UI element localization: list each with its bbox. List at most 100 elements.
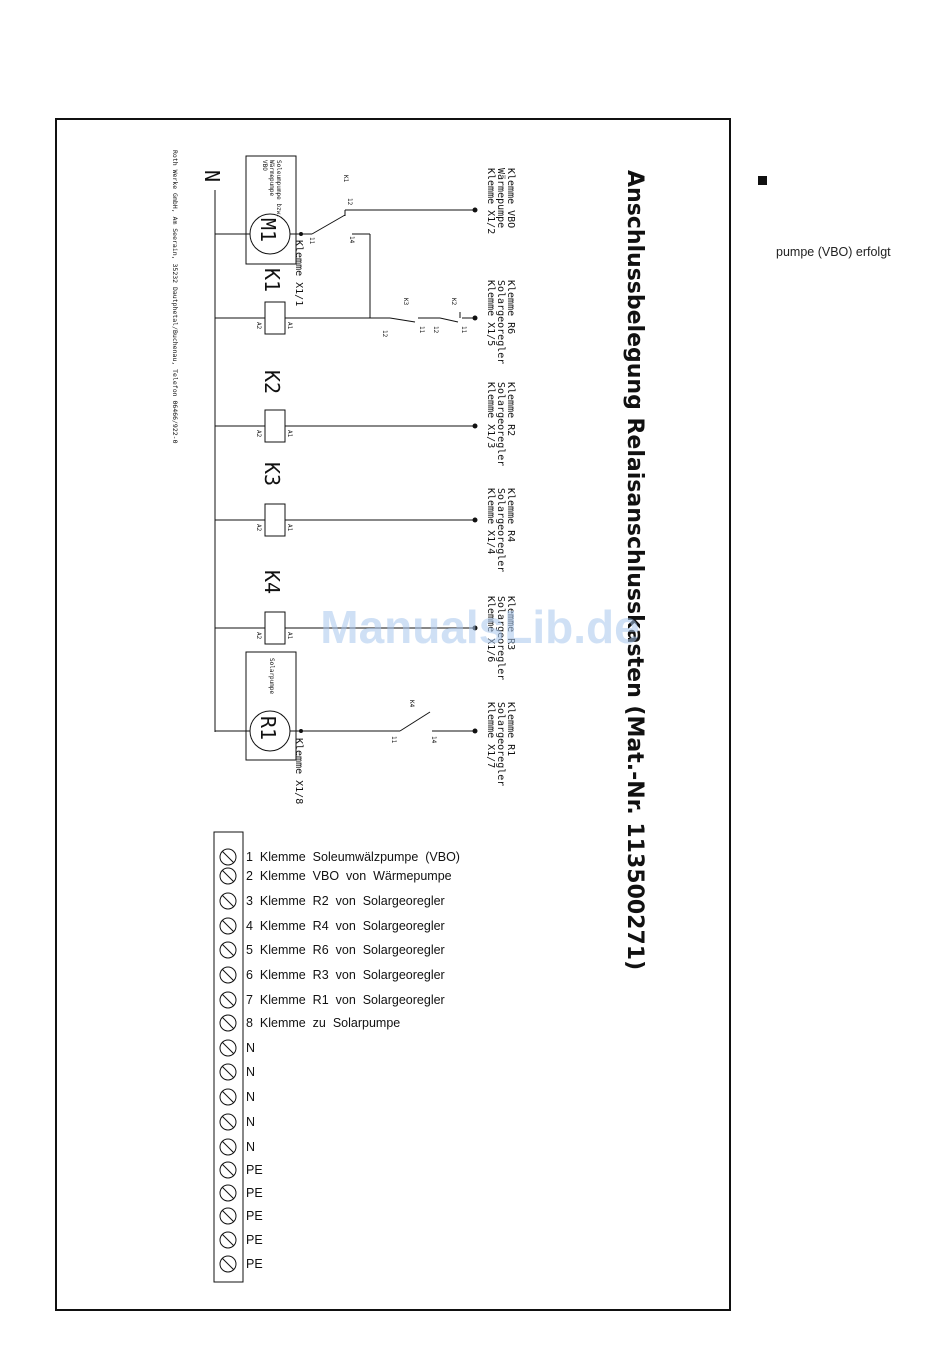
screw-slot bbox=[221, 919, 235, 933]
k1-contact-11: 11 bbox=[308, 237, 315, 245]
k2-coil bbox=[264, 409, 286, 443]
screw-terminal-icon bbox=[219, 966, 237, 984]
diagram-frame bbox=[55, 118, 731, 1311]
screw-slot bbox=[221, 869, 235, 883]
r1-terminal-dot bbox=[299, 729, 303, 733]
k3-a1: A1 bbox=[286, 524, 293, 532]
screw-slot bbox=[221, 968, 235, 982]
neutral-label: N bbox=[200, 170, 224, 182]
r1-desc: Solarpumpe bbox=[268, 658, 275, 695]
input-2-dot bbox=[472, 315, 478, 321]
screw-slot bbox=[221, 1233, 235, 1247]
input-4-l3: Klemme X1/4 bbox=[485, 488, 496, 554]
input-4-l1: Klemme R4 bbox=[505, 488, 516, 542]
screw-terminal-icon bbox=[219, 1088, 237, 1106]
m1-terminal-dot bbox=[299, 232, 303, 236]
k4-a1: A1 bbox=[286, 632, 293, 640]
diagram-title: Anschlussbelegung Relaisanschlusskasten … bbox=[622, 170, 647, 970]
k1-contact-name: K1 bbox=[342, 175, 349, 183]
screw-terminal-icon bbox=[219, 848, 237, 866]
k1-a1: A1 bbox=[286, 322, 293, 330]
input-3-l2: Solargeoregler bbox=[495, 382, 506, 466]
k1-coil bbox=[264, 301, 286, 335]
k1-contact-14: 14 bbox=[348, 236, 355, 244]
terminal-label: PE bbox=[246, 1257, 263, 1271]
k4-contact-14: 14 bbox=[430, 736, 437, 744]
terminal-label: PE bbox=[246, 1186, 263, 1200]
k1-a2: A2 bbox=[255, 322, 262, 330]
r1-row: R1 Solarpumpe Klemme X1/8 K4 11 14 bbox=[215, 651, 478, 804]
input-5-l2: Solargeoregler bbox=[495, 596, 506, 680]
screw-terminal-icon bbox=[219, 1207, 237, 1225]
input-2-l2: Solargeoregler bbox=[495, 280, 506, 364]
input-3-l3: Klemme X1/3 bbox=[485, 382, 496, 448]
screw-terminal-icon bbox=[219, 1255, 237, 1273]
screw-slot bbox=[221, 1065, 235, 1079]
m1-box bbox=[245, 155, 297, 265]
m1-label: M1 bbox=[256, 218, 280, 242]
k1-contact-12: 12 bbox=[346, 198, 353, 206]
terminal-label: 3 Klemme R2 von Solargeoregler bbox=[246, 894, 445, 908]
terminal-label: N bbox=[246, 1065, 255, 1079]
screw-terminal-icon bbox=[219, 1014, 237, 1032]
k2-contact-name: K2 bbox=[450, 298, 457, 306]
screw-terminal-icon bbox=[219, 1138, 237, 1156]
terminal-label: 5 Klemme R6 von Solargeoregler bbox=[246, 943, 445, 957]
terminal-label: N bbox=[246, 1041, 255, 1055]
k2-row: K2 A2 A1 bbox=[215, 370, 478, 443]
screw-slot bbox=[221, 1041, 235, 1055]
terminal-label: 4 Klemme R4 von Solargeoregler bbox=[246, 919, 445, 933]
screw-terminal-icon bbox=[219, 1063, 237, 1081]
screw-slot bbox=[221, 1140, 235, 1154]
screw-terminal-icon bbox=[219, 1039, 237, 1057]
screw-terminal-icon bbox=[219, 1113, 237, 1131]
bullet-square bbox=[758, 176, 767, 185]
k2-a2: A2 bbox=[255, 430, 262, 438]
k4-contact-name: K4 bbox=[408, 700, 415, 708]
screw-terminal-icon bbox=[219, 1231, 237, 1249]
watermark: ManualsLib.de bbox=[320, 601, 640, 653]
m1-row: M1 Soleumpumpe bzw. Wärmepumpe VBO Klemm… bbox=[215, 155, 478, 318]
m1-terminal-label: Klemme X1/1 bbox=[293, 240, 304, 306]
k2-a1: A1 bbox=[286, 430, 293, 438]
input-4-l2: Solargeoregler bbox=[495, 488, 506, 572]
r1-box bbox=[245, 651, 297, 761]
k4-coil-label: K4 bbox=[260, 570, 284, 594]
screw-slot bbox=[221, 1163, 235, 1177]
terminal-label: 8 Klemme zu Solarpumpe bbox=[246, 1016, 400, 1030]
terminal-label: PE bbox=[246, 1233, 263, 1247]
screw-terminal-icon bbox=[219, 917, 237, 935]
terminal-strip bbox=[213, 831, 244, 1283]
terminal-label: N bbox=[246, 1090, 255, 1104]
footer-address: Roth Werke GmbH, Am Seerain, 35232 Dautp… bbox=[171, 150, 179, 444]
screw-slot bbox=[221, 1186, 235, 1200]
k3-contact-name: K3 bbox=[402, 298, 409, 306]
terminal-label: 6 Klemme R3 von Solargeoregler bbox=[246, 968, 445, 982]
terminal-label: 7 Klemme R1 von Solargeoregler bbox=[246, 993, 445, 1007]
input-6-l3: Klemme X1/7 bbox=[485, 702, 496, 768]
terminal-label: 1 Klemme Soleumwälzpumpe (VBO) bbox=[246, 850, 460, 864]
k4-a2: A2 bbox=[255, 632, 262, 640]
k3-coil-label: K3 bbox=[260, 462, 284, 486]
screw-terminal-icon bbox=[219, 1161, 237, 1179]
k2-contact-arm bbox=[439, 317, 459, 323]
k1-coil-label: K1 bbox=[260, 268, 284, 292]
k3-contact-arm bbox=[389, 317, 416, 323]
screw-terminal-icon bbox=[219, 892, 237, 910]
k3-a2: A2 bbox=[255, 524, 262, 532]
screw-slot bbox=[221, 1115, 235, 1129]
k3-contact-12: 12 bbox=[381, 330, 388, 338]
screw-slot bbox=[221, 943, 235, 957]
k2-contact-11: 11 bbox=[460, 326, 467, 334]
input-1-l3: Klemme X1/2 bbox=[485, 168, 496, 234]
screw-terminal-icon bbox=[219, 991, 237, 1009]
screw-slot bbox=[221, 993, 235, 1007]
input-1-l1: Klemme VBO bbox=[505, 168, 516, 228]
screw-slot bbox=[221, 1209, 235, 1223]
input-1-l2: Wärmepumpe bbox=[495, 168, 506, 228]
input-3-dot bbox=[472, 423, 478, 429]
side-note: pumpe (VBO) erfolgt bbox=[776, 245, 891, 259]
input-1-dot bbox=[472, 207, 478, 213]
